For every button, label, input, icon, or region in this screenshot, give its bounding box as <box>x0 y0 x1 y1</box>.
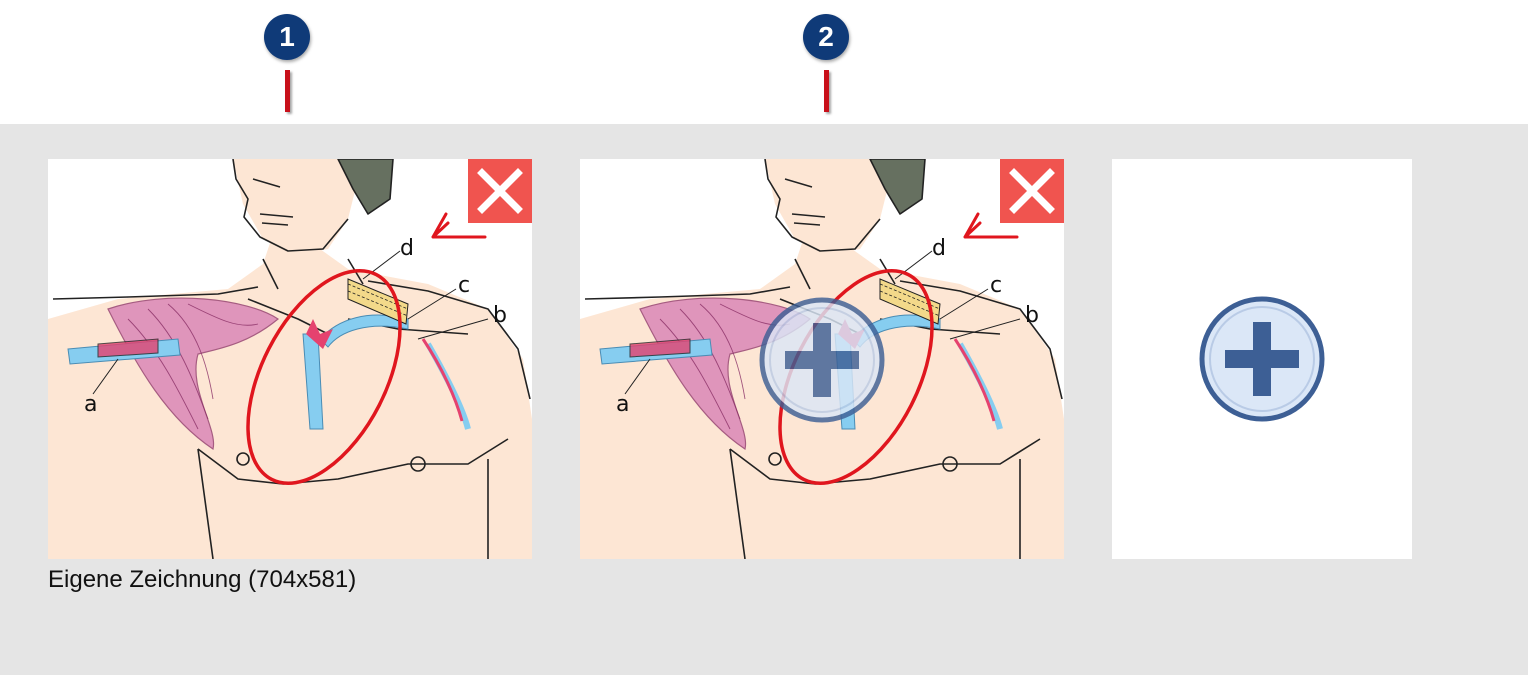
svg-text:c: c <box>990 273 1002 298</box>
image-caption: Eigene Zeichnung (704x581) <box>48 566 357 593</box>
image-gallery-panel: a b c d <box>0 124 1528 675</box>
callout-number: 1 <box>264 14 310 60</box>
svg-text:a: a <box>616 392 629 417</box>
callout-pointer <box>284 70 290 112</box>
svg-text:d: d <box>400 236 414 261</box>
image-thumbnail-hover[interactable]: a b c d <box>580 159 1064 559</box>
callout-pointer <box>823 70 829 112</box>
callout-number: 2 <box>803 14 849 60</box>
image-thumbnail[interactable]: a b c d <box>48 159 532 559</box>
close-icon <box>477 168 523 214</box>
svg-text:d: d <box>932 236 946 261</box>
svg-text:b: b <box>1025 303 1039 328</box>
delete-image-button[interactable] <box>1000 159 1064 223</box>
add-image-button[interactable] <box>1199 296 1325 422</box>
callout-marker-2: 2 <box>803 14 849 112</box>
plus-icon <box>1199 296 1325 422</box>
add-overlay-button[interactable] <box>759 297 885 423</box>
add-image-tile[interactable] <box>1112 159 1412 559</box>
svg-text:a: a <box>84 392 97 417</box>
delete-image-button[interactable] <box>468 159 532 223</box>
svg-text:b: b <box>493 303 507 328</box>
svg-text:c: c <box>458 273 470 298</box>
callout-marker-1: 1 <box>264 14 310 112</box>
anatomy-drawing-image: a b c d <box>48 159 532 559</box>
close-icon <box>1009 168 1055 214</box>
plus-icon <box>759 297 885 423</box>
